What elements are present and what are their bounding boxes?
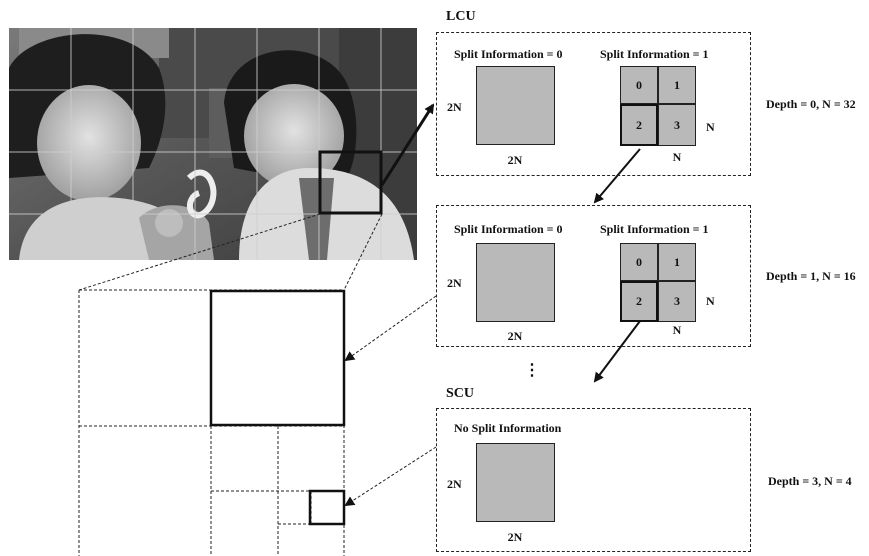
- depth0-panel: [436, 32, 751, 176]
- depth0-sub-cu-3: 3: [658, 104, 696, 146]
- depth0-unsplit-cu: [476, 66, 555, 145]
- zoom-line-right: [343, 213, 383, 291]
- zoomed-scu-block: [308, 489, 346, 526]
- depth0-sub-cu-0: 0: [620, 66, 658, 104]
- arrow-panel-to-zoom-depth1: [344, 295, 437, 362]
- scu-no-split-label: No Split Information: [454, 421, 562, 435]
- depth1-unsplit-cu: [476, 243, 555, 322]
- depth1-sub-width-label: N: [672, 323, 682, 337]
- depth1-width-label: 2N: [507, 329, 523, 343]
- photo-illustration: [9, 28, 417, 260]
- arrow-depth1-to-scu: [593, 320, 641, 383]
- scu-caption: Depth = 3, N = 4: [768, 474, 852, 488]
- highlighted-lcu-box: [318, 150, 383, 215]
- depth1-split0-label: Split Information = 0: [454, 222, 563, 236]
- depth1-panel: [436, 205, 751, 347]
- zoom-line-left: [78, 213, 321, 291]
- scu-panel: [436, 408, 751, 552]
- zoomed-depth1-block: [209, 289, 346, 427]
- depth0-caption: Depth = 0, N = 32: [766, 97, 856, 111]
- scu-height-label: 2N: [447, 477, 462, 491]
- depth1-sub-cu-3: 3: [658, 281, 696, 322]
- depth1-sub-height-label: N: [706, 294, 715, 308]
- depth0-sub-cu-2: 2: [620, 104, 658, 146]
- lcu-title: LCU: [446, 9, 476, 24]
- depth0-width-label: 2N: [507, 153, 523, 167]
- depth0-sub-height-label: N: [706, 120, 715, 134]
- depth0-split0-label: Split Information = 0: [454, 47, 563, 61]
- arrow-panel-to-zoom-scu: [344, 446, 437, 507]
- depth1-sub-cu-0: 0: [620, 243, 658, 281]
- depth1-caption: Depth = 1, N = 16: [766, 269, 856, 283]
- depth0-sub-cu-1: 1: [658, 66, 696, 104]
- depth1-sub-cu-1: 1: [658, 243, 696, 281]
- scu-cu: [476, 443, 555, 522]
- depth1-split1-label: Split Information = 1: [600, 222, 709, 236]
- zoomed-quadtree: [78, 289, 346, 556]
- depth0-split1-label: Split Information = 1: [600, 47, 709, 61]
- depth1-sub-cu-2: 2: [620, 281, 658, 322]
- scu-width-label: 2N: [507, 530, 523, 544]
- depth0-height-label: 2N: [447, 100, 462, 114]
- video-frame-photo: [9, 28, 417, 260]
- scu-title: SCU: [446, 386, 475, 401]
- arrow-photo-to-lcu: [380, 103, 435, 186]
- vertical-ellipsis: ⋮: [524, 362, 540, 379]
- depth1-height-label: 2N: [447, 276, 462, 290]
- depth0-sub-width-label: N: [672, 150, 682, 164]
